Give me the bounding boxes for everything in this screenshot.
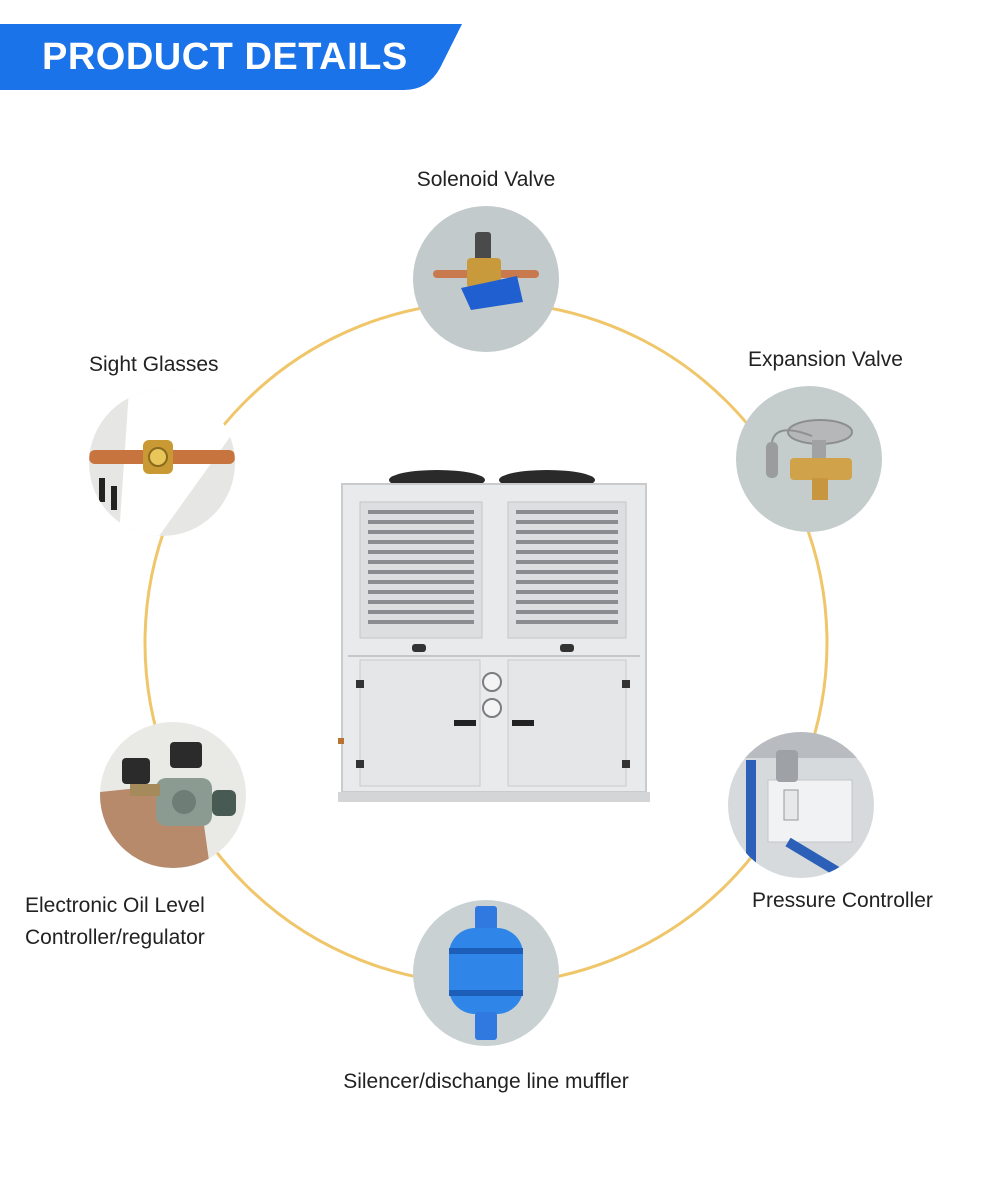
sight-glass-icon: [89, 390, 235, 536]
label-oil-level-controller-line1: Electronic Oil Level: [25, 894, 205, 917]
pressure-controller-icon: [728, 732, 874, 878]
sight-glass-image: [89, 390, 235, 536]
expansion-valve-image: [736, 386, 882, 532]
muffler-icon: [413, 900, 559, 1046]
banner-shape: [0, 24, 462, 90]
oil-level-controller-icon: [100, 722, 246, 868]
label-sight-glasses: Sight Glasses: [89, 353, 219, 376]
muffler-image: [413, 900, 559, 1046]
label-muffler: Silencer/dischange line muffler: [343, 1070, 629, 1093]
expansion-valve-icon: [736, 386, 882, 532]
header-banner: PRODUCT DETAILS: [0, 24, 462, 90]
label-solenoid-valve: Solenoid Valve: [416, 168, 556, 191]
pressure-controller-image: [728, 732, 874, 878]
page-title: PRODUCT DETAILS: [42, 36, 408, 78]
solenoid-valve-icon: [413, 206, 559, 352]
condensing-unit-icon: [328, 470, 650, 802]
label-pressure-controller: Pressure Controller: [752, 889, 933, 912]
condensing-unit-image: [328, 468, 650, 804]
solenoid-valve-image: [413, 206, 559, 352]
label-expansion-valve: Expansion Valve: [748, 348, 903, 371]
label-oil-level-controller-line2: Controller/regulator: [25, 926, 205, 949]
oil-level-controller-image: [100, 722, 246, 868]
